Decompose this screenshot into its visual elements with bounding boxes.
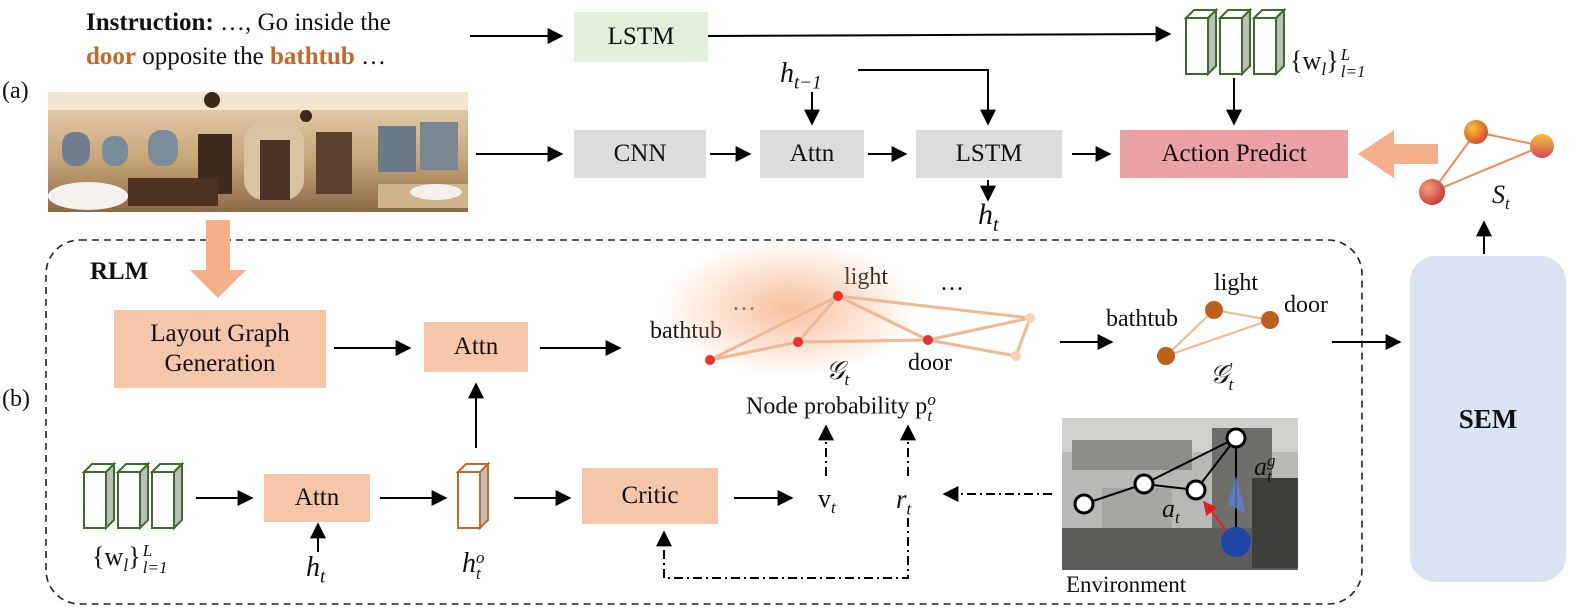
action-predict-box: Action Predict [1120,130,1348,178]
words-tensor-bottom [81,461,185,531]
lstm-main-box: LSTM [916,130,1062,178]
words-tensor-top [1183,7,1287,77]
part-label-b: (b) [2,386,30,412]
sem-box: SEM [1410,256,1566,582]
environment-label: Environment [1066,572,1187,597]
attn-graph-box: Attn [424,322,528,372]
layout-graph [660,240,1035,376]
graph-dots-right: … [940,270,964,296]
arrow-lstm-words [707,26,1172,43]
h-o-tensor [455,461,491,531]
lstm-text-box: LSTM [574,12,708,62]
instruction-text: Instruction: …, Go inside the door oppos… [86,9,391,70]
sub-graph [1157,301,1279,365]
critic-box: Critic [582,468,718,524]
layout-graph-generation-box: Layout Graph Generation [114,310,326,388]
cnn-box: CNN [574,130,706,178]
arrow-hprev-lstm [858,69,996,126]
s-t-label: St [1492,180,1510,214]
arrow-state-action [1358,130,1438,178]
environment-nav-graph [1073,427,1251,557]
graph-label-door: door [908,350,952,376]
keyword-door: door [86,43,136,70]
h-prev-label: ht−1 [780,58,822,94]
h-t-bottom-label: ht [306,552,326,588]
panorama-image [48,92,468,212]
h-t-top-label: ht [978,198,999,236]
attn-words-box: Attn [264,474,370,522]
subgraph-label-light: light [1214,270,1259,296]
arrow-rt-critic [656,518,909,579]
rlm-region [45,239,1363,605]
v-t-label: vt [818,484,836,518]
part-label-a: (a) [2,78,29,104]
arrow-image-layout [190,220,246,298]
state-graph [1419,120,1554,205]
subgraph-symbol: 𝒢′t [1210,359,1234,395]
env-a-t-label: at [1162,494,1180,528]
attn-top-box: Attn [760,130,864,178]
instruction-prefix: Instruction: [86,9,214,36]
subgraph-label-bathtub: bathtub [1106,306,1178,332]
r-t-label: rt [896,484,912,519]
keyword-bathtub: bathtub [270,43,355,70]
environment-image [1062,418,1298,570]
rlm-title: RLM [90,258,149,285]
subgraph-label-door: door [1284,292,1328,318]
